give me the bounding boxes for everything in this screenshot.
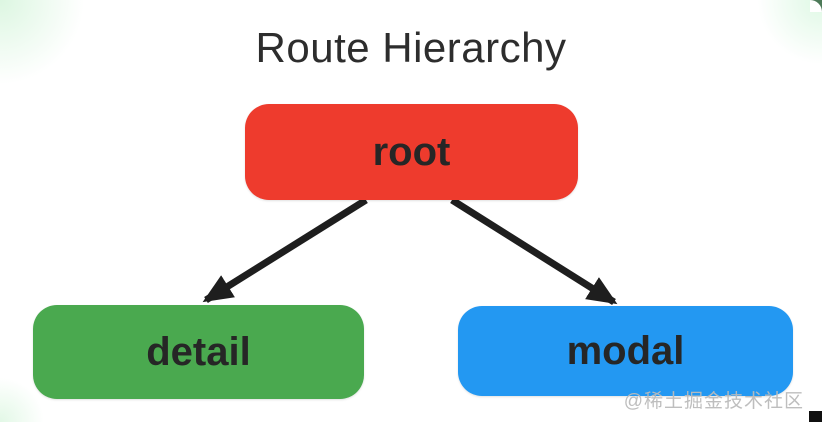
corner-black-square-bottom-right	[809, 411, 822, 422]
node-modal-label: modal	[566, 328, 685, 373]
node-root: root	[245, 104, 578, 200]
corner-green-square-top-right	[810, 0, 822, 12]
node-detail-label: detail	[146, 329, 251, 374]
edge-root-modal	[450, 197, 618, 305]
node-detail: detail	[33, 305, 364, 399]
edge-root-detail	[202, 197, 368, 303]
diagram-title: Route Hierarchy	[255, 24, 567, 71]
node-root-label: root	[372, 129, 451, 174]
node-modal: modal	[458, 306, 793, 396]
watermark: @稀土掘金技术社区	[623, 391, 804, 412]
